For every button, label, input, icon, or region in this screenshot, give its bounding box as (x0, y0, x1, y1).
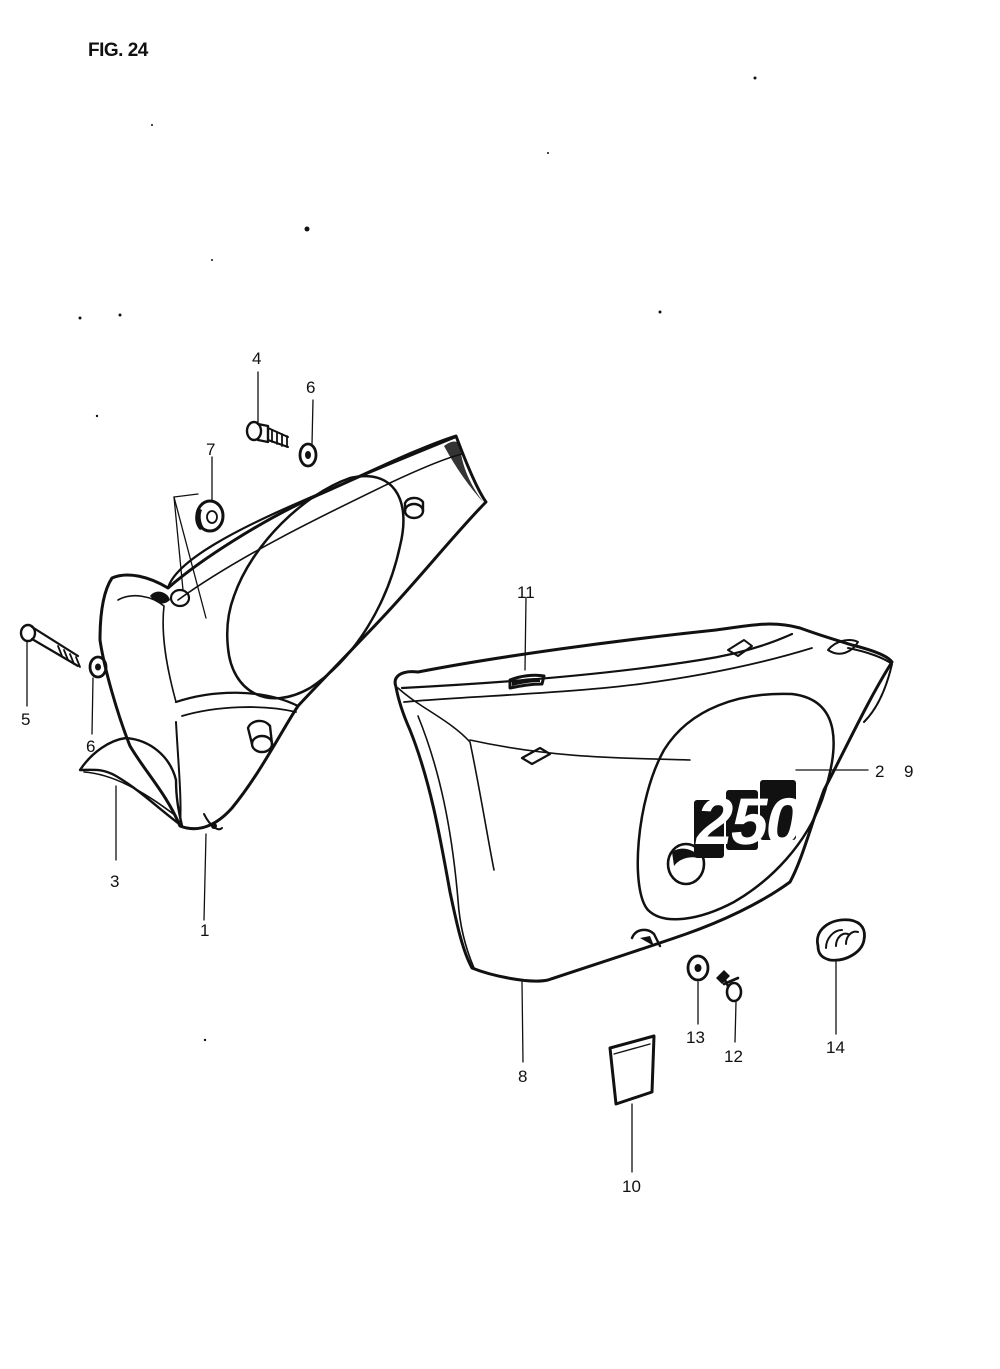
callout-12: 12 (724, 1047, 743, 1066)
callout-7: 7 (206, 440, 215, 459)
bolt-4 (245, 420, 289, 448)
emblem-14 (816, 918, 866, 962)
callout-2: 2 (875, 762, 884, 781)
badge-text-250: 250 (691, 785, 808, 858)
callout-14: 14 (826, 1038, 845, 1057)
fender-piece (78, 736, 184, 828)
leader-lines (26, 371, 869, 1173)
callout-4: 4 (252, 349, 261, 368)
grommet-7 (195, 499, 225, 533)
washer-6-top (298, 442, 318, 468)
scan-specks (78, 76, 757, 1042)
displacement-badge-250: 250 (691, 780, 808, 859)
screw-12 (716, 970, 743, 1003)
callout-1: 1 (200, 921, 209, 940)
callout-3: 3 (110, 872, 119, 891)
callout-5: 5 (21, 710, 30, 729)
callout-10: 10 (622, 1177, 641, 1196)
callout-6-left: 6 (86, 737, 95, 756)
right-frame-cover (393, 622, 894, 983)
callout-labels: 1 2 3 4 5 6 6 7 8 9 10 11 12 13 14 (21, 349, 913, 1196)
washer-6-left (88, 655, 108, 679)
callout-8: 8 (518, 1067, 527, 1086)
clip-11 (508, 673, 546, 690)
figure-title: FIG. 24 (88, 40, 148, 61)
left-frame-cover (98, 434, 488, 831)
callout-11: 11 (517, 583, 535, 602)
callout-13: 13 (686, 1028, 705, 1047)
callout-6-top: 6 (306, 378, 315, 397)
callout-9: 9 (904, 762, 913, 781)
washer-13 (686, 954, 710, 982)
label-plate-10 (608, 1034, 656, 1106)
grommet-pointer-lines (173, 493, 207, 619)
bolt-5 (19, 623, 81, 668)
